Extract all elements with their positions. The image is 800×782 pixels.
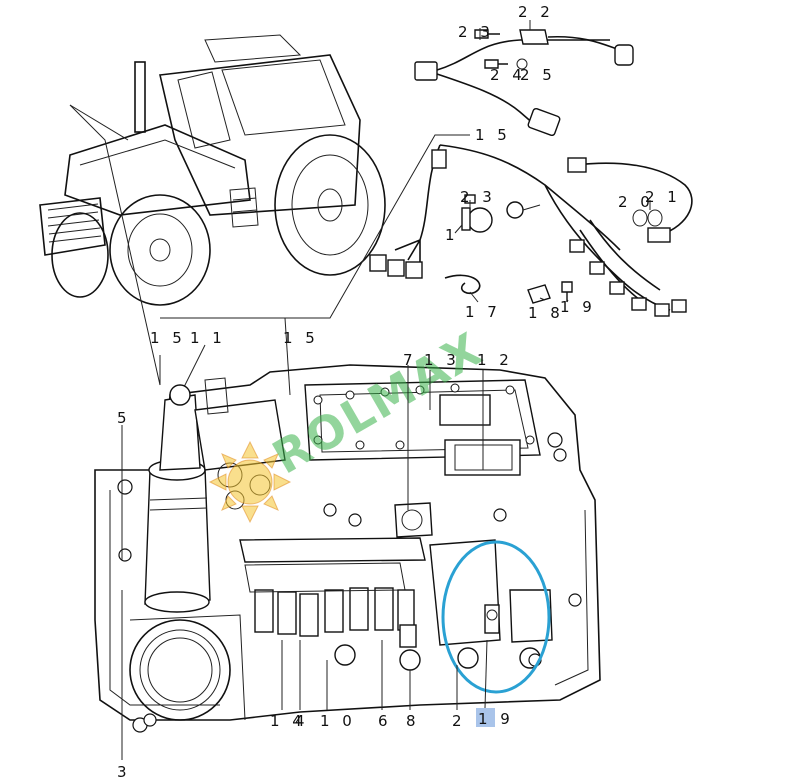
callout-12: 1 2 (477, 351, 513, 369)
callout-13: 1 3 (424, 351, 460, 369)
callout-15-left: 1 5 (150, 329, 186, 347)
leader-lines (69, 104, 470, 396)
callout-5: 5 (117, 409, 131, 427)
callout-20: 2 0 (618, 193, 654, 211)
callout-19-top: 1 9 (560, 298, 596, 316)
callout-7: 7 (403, 351, 417, 369)
wiring-harness (369, 29, 693, 317)
callout-4: 4 (295, 712, 309, 730)
callout-8: 8 (406, 712, 420, 730)
callout-17: 1 7 (465, 303, 501, 321)
callout-leaders (121, 20, 651, 760)
callout-22: 2 2 (518, 3, 554, 21)
callout-2: 2 (452, 712, 466, 730)
callout-21: 2 1 (645, 188, 681, 206)
tractor-illustration (39, 34, 386, 306)
callout-14: 1 4 (270, 712, 306, 730)
callout-23-top: 2 3 (458, 23, 494, 41)
callout-18: 1 8 (528, 304, 564, 322)
callout-highlight-box (476, 708, 495, 727)
callout-labels: 2 2 2 3 2 4 2 5 1 5 2 3 1 2 0 2 1 1 7 1 … (117, 3, 681, 781)
callout-10: 1 0 (320, 712, 356, 730)
callout-3: 3 (117, 763, 131, 781)
transmission-housing (94, 364, 601, 733)
callout-19-highlighted: 1 9 (478, 710, 514, 728)
callout-6: 6 (378, 712, 392, 730)
callout-23-sensor: 2 3 (460, 188, 496, 206)
highlight-ellipse (441, 540, 551, 694)
callout-24: 2 4 (490, 66, 526, 84)
callout-11: 1 1 (190, 329, 226, 347)
callout-15-right: 1 5 (283, 329, 319, 347)
callout-1: 1 (445, 226, 459, 244)
callout-15-harness: 1 5 (475, 126, 511, 144)
callout-25: 2 5 (520, 66, 556, 84)
